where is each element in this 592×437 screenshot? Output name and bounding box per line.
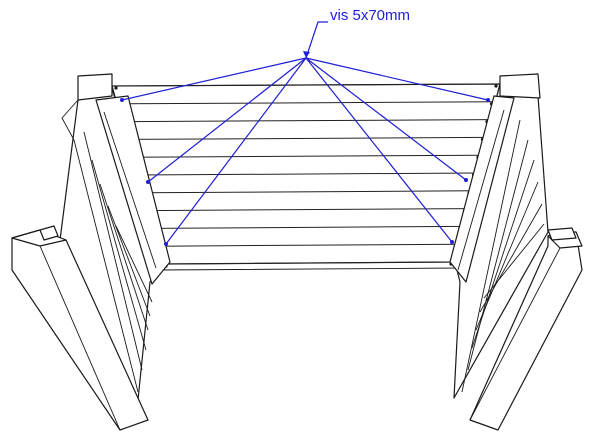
right-side-wall (449, 73, 583, 431)
left-front-post-top (11, 229, 67, 247)
callout-leader-line (147, 57, 307, 183)
right-front-post-cap (547, 227, 577, 241)
callout-target-point (164, 242, 168, 246)
right-back-post-top (499, 73, 541, 99)
callout-leader-line (305, 57, 489, 101)
back-wall (111, 83, 501, 271)
back-wall-slat (161, 261, 456, 265)
back-wall-slat (146, 208, 469, 212)
left-front-post-edge (39, 245, 121, 431)
back-wall-slat (136, 172, 478, 176)
left-side-wall (11, 73, 171, 431)
right-inner-edge (457, 109, 505, 271)
callout-target-point (464, 178, 468, 182)
callout-target-point (146, 180, 150, 184)
back-wall-slat (141, 190, 474, 194)
back-wall-slat (151, 225, 465, 229)
left-inner-edge (103, 111, 157, 269)
back-wall-slat (116, 101, 496, 105)
back-wall-slat (126, 136, 487, 140)
callout-target-point (120, 98, 124, 102)
right-inner-post (449, 95, 515, 283)
screw-callout-label: vis 5x70mm (330, 7, 411, 24)
callout-leader-line (305, 57, 467, 181)
left-back-post-top (77, 73, 113, 101)
screw-callout-leaders (120, 51, 490, 246)
screw-point (494, 84, 498, 88)
back-wall-slat (156, 243, 460, 247)
left-back-post-face (61, 99, 79, 141)
left-side-boards (73, 131, 153, 393)
callout-target-point (450, 240, 454, 244)
callout-leader-line (165, 57, 307, 245)
callout-tail (305, 21, 328, 59)
callout-leader-line (121, 57, 307, 101)
callout-leader-line (305, 57, 453, 243)
back-wall-slat (111, 83, 501, 87)
right-front-post-edge (469, 247, 561, 421)
back-wall-slat (121, 119, 492, 123)
right-side-boards (461, 119, 545, 393)
back-wall-slat (131, 154, 483, 158)
callout-target-point (486, 98, 490, 102)
left-front-post-cap (39, 225, 59, 241)
screw-point (114, 86, 118, 90)
